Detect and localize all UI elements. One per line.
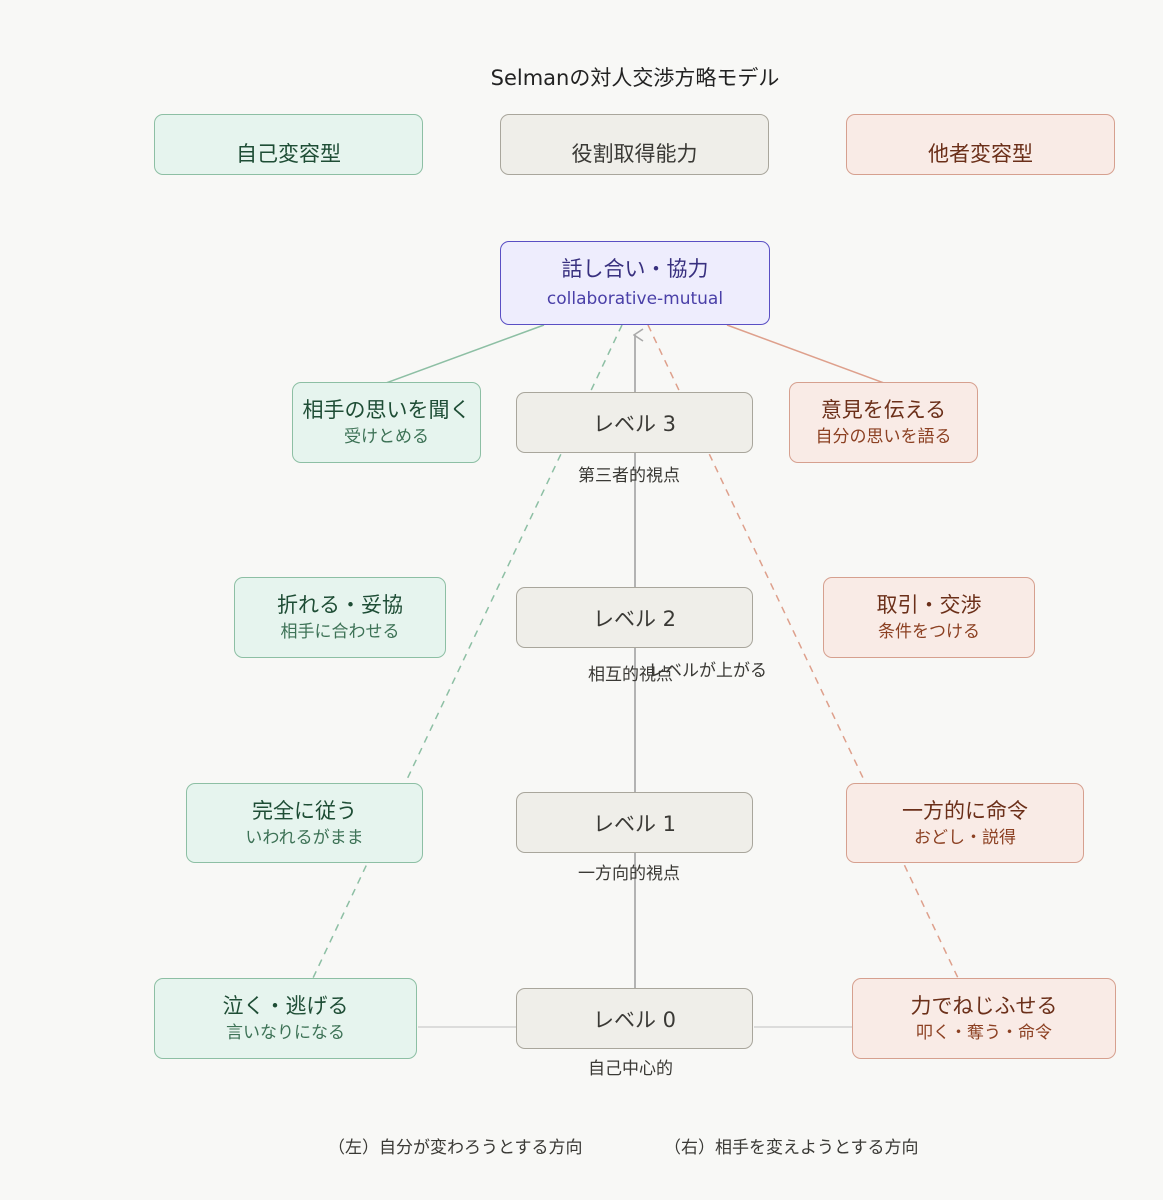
- left-strategy-level-0-sub: 言いなりになる: [226, 1023, 345, 1043]
- right-strategy-level-3-main: 意見を伝える: [820, 398, 947, 422]
- level-1-caption: 一方向的視点: [578, 864, 680, 884]
- left-strategy-level-1-sub: いわれるがまま: [245, 827, 364, 848]
- level-3-caption: 第三者的視点: [578, 466, 680, 486]
- header-self-change-label: 自己変容型: [236, 141, 341, 166]
- level-2-caption: 相互的視点: [588, 665, 673, 685]
- left-strategy-level-3: 相手の思いを聞く 受けとめる: [292, 382, 481, 463]
- level-2-box: レベル 2: [516, 587, 753, 648]
- left-strategy-level-3-main: 相手の思いを聞く: [302, 398, 471, 422]
- left-strategy-level-2: 折れる・妥協 相手に合わせる: [234, 577, 446, 658]
- level-3-box: レベル 3: [516, 392, 753, 453]
- header-role-taking: 役割取得能力: [500, 114, 769, 175]
- level-1-label: レベル 1: [592, 811, 677, 836]
- level-up-arrow-label: レベルが上がる: [648, 661, 767, 681]
- header-self-change: 自己変容型: [154, 114, 423, 175]
- connector-top-left: [385, 324, 545, 384]
- diagram-title: Selmanの対人交渉方略モデル: [490, 66, 780, 90]
- collaborative-sub: collaborative-mutual: [546, 289, 724, 309]
- right-strategy-level-1: 一方的に命令 おどし・説得: [846, 783, 1084, 863]
- right-strategy-level-2-sub: 条件をつける: [878, 622, 980, 642]
- right-strategy-level-2-main: 取引・交渉: [876, 593, 982, 617]
- level-1-box: レベル 1: [516, 792, 753, 853]
- left-strategy-level-3-sub: 受けとめる: [344, 427, 429, 447]
- right-strategy-level-0: 力でねじふせる 叩く・奪う・命令: [852, 978, 1116, 1059]
- header-role-taking-label: 役割取得能力: [571, 141, 698, 166]
- legend-right: （右）相手を変えようとする方向: [664, 1138, 919, 1158]
- right-strategy-level-0-main: 力でねじふせる: [910, 994, 1058, 1018]
- left-strategy-level-2-main: 折れる・妥協: [277, 593, 403, 617]
- right-strategy-level-3: 意見を伝える 自分の思いを語る: [789, 382, 978, 463]
- legend-left: （左）自分が変わろうとする方向: [328, 1138, 583, 1158]
- top-bar: [0, 0, 1163, 60]
- header-other-change: 他者変容型: [846, 114, 1115, 175]
- header-other-change-label: 他者変容型: [928, 141, 1033, 166]
- left-strategy-level-1: 完全に従う いわれるがまま: [186, 783, 423, 863]
- level-0-label: レベル 0: [592, 1007, 677, 1032]
- collaborative-box: 話し合い・協力 collaborative-mutual: [500, 241, 770, 325]
- level-3-label: レベル 3: [592, 411, 677, 436]
- collaborative-main: 話し合い・協力: [561, 257, 709, 281]
- left-strategy-level-1-main: 完全に従う: [252, 798, 357, 823]
- right-strategy-level-1-main: 一方的に命令: [902, 798, 1028, 823]
- level-0-caption: 自己中心的: [588, 1059, 673, 1079]
- left-strategy-level-2-sub: 相手に合わせる: [280, 622, 400, 642]
- connector-top-right: [726, 324, 885, 384]
- left-strategy-level-0-main: 泣く・逃げる: [222, 994, 349, 1018]
- right-strategy-level-1-sub: おどし・説得: [914, 827, 1016, 848]
- level-0-box: レベル 0: [516, 988, 753, 1049]
- right-strategy-level-3-sub: 自分の思いを語る: [815, 427, 952, 447]
- right-strategy-level-0-sub: 叩く・奪う・命令: [916, 1023, 1052, 1043]
- left-strategy-level-0: 泣く・逃げる 言いなりになる: [154, 978, 417, 1059]
- level-2-label: レベル 2: [592, 606, 677, 631]
- right-strategy-level-2: 取引・交渉 条件をつける: [823, 577, 1035, 658]
